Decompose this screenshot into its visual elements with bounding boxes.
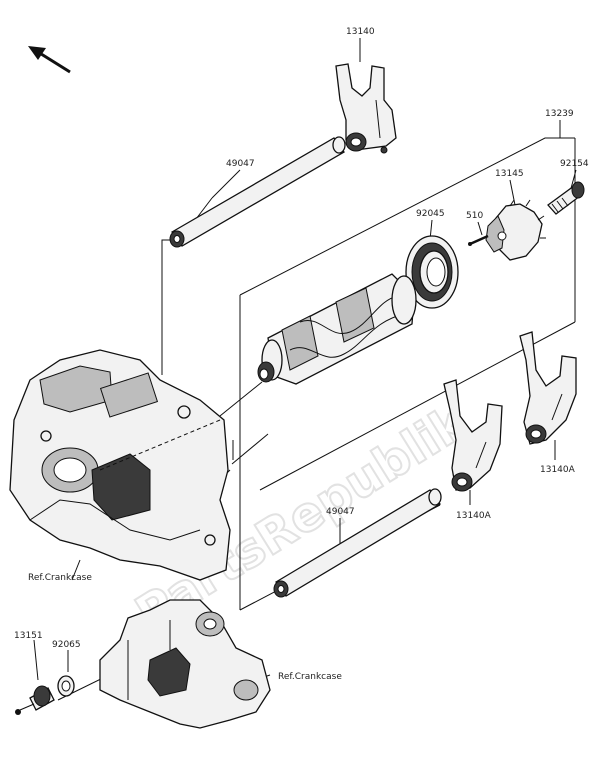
crankcase-upper [9, 349, 231, 581]
label-switch: 13151 [14, 631, 43, 641]
label-crankcase-2: Ref.Crankcase [278, 672, 342, 682]
shift-fork-middle [443, 379, 503, 492]
bolt [547, 181, 585, 215]
label-fork-middle: 13140A [456, 511, 492, 521]
label-bolt: 92154 [560, 159, 589, 169]
neutral-switch [15, 685, 55, 715]
drum-plate [485, 199, 546, 261]
shift-shaft-bottom [273, 488, 442, 598]
crankcase-lower [99, 599, 271, 729]
shift-shaft-top [169, 136, 346, 248]
label-shaft-top: 49047 [226, 159, 255, 169]
label-shaft-bottom: 49047 [326, 507, 355, 517]
washer [57, 675, 75, 697]
shift-fork-right [519, 331, 577, 445]
label-fork-top: 13140 [346, 27, 375, 37]
bearing [405, 235, 459, 309]
shift-fork-top [335, 63, 397, 154]
label-assembly: 13239 [545, 109, 574, 119]
pin [468, 234, 489, 246]
shift-drum [257, 273, 417, 385]
label-bearing: 92045 [416, 209, 445, 219]
front-arrow-icon [28, 46, 71, 74]
label-washer: 92065 [52, 640, 81, 650]
label-plate: 13145 [495, 169, 524, 179]
label-crankcase-1: Ref.Crankcase [28, 573, 92, 583]
label-pin: 510 [466, 211, 483, 221]
label-fork-right: 13140A [540, 465, 576, 475]
